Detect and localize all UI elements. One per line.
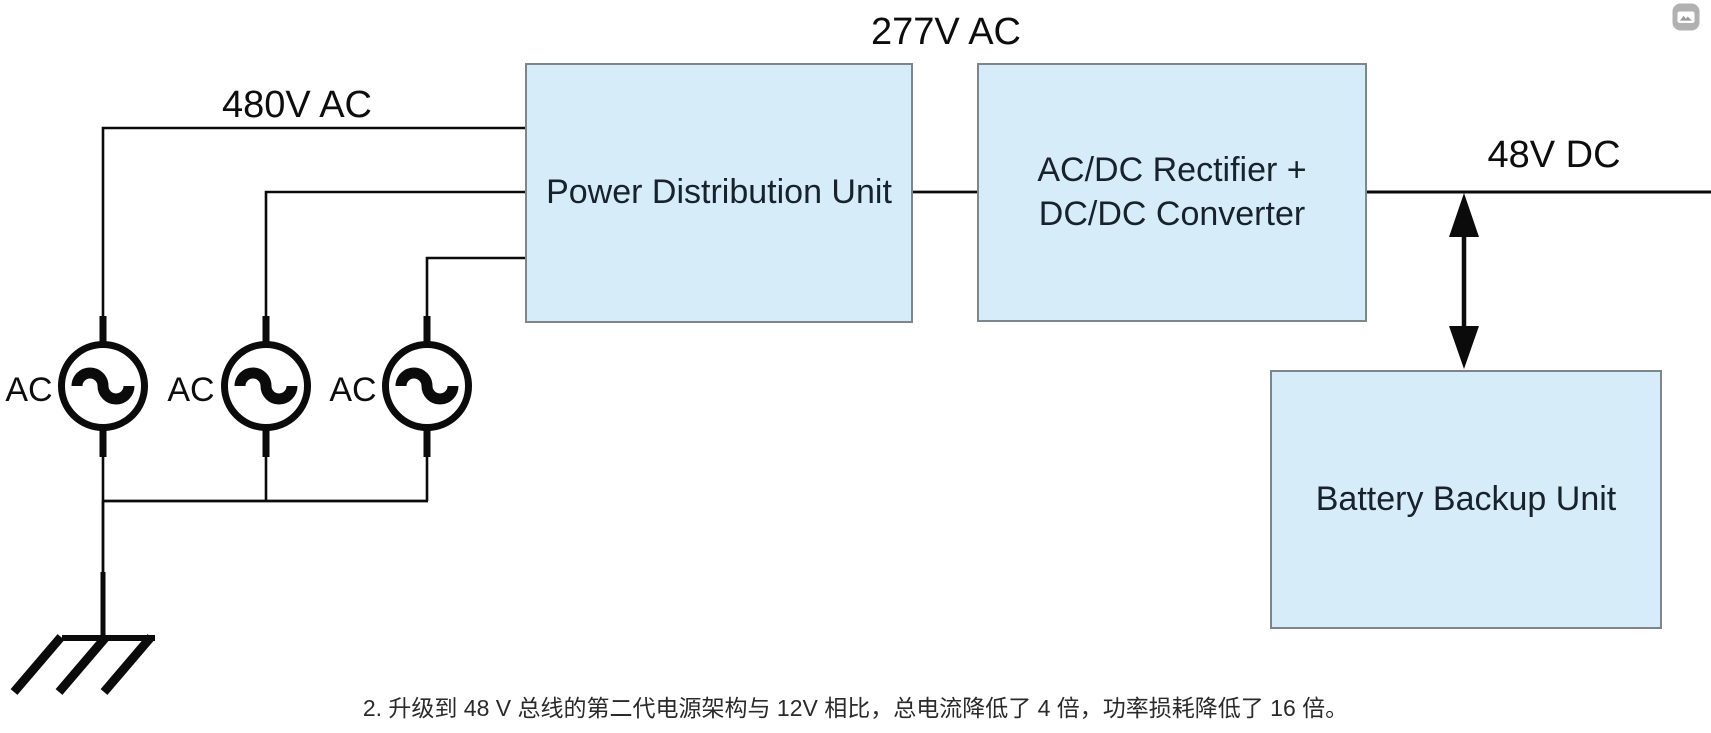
diagram-caption: 2. 升级到 48 V 总线的第二代电源架构与 12V 相比，总电流降低了 4 … — [362, 695, 1349, 721]
block-label: Battery Backup Unit — [1315, 479, 1617, 518]
ac-source-icon — [221, 341, 311, 431]
ac-source-label: AC — [329, 371, 377, 409]
label-480v-ac: 480V AC — [222, 84, 372, 126]
block-battery-backup-unit: Battery Backup Unit — [1270, 370, 1662, 629]
block-label: Power Distribution Unit — [546, 173, 892, 212]
bidirectional-arrow-icon — [1449, 193, 1479, 369]
block-rectifier-converter: AC/DC Rectifier + DC/DC Converter — [977, 63, 1367, 322]
ac-source-icon — [58, 341, 148, 431]
image-icon[interactable] — [1672, 3, 1700, 31]
ac-source-label: AC — [167, 371, 215, 409]
block-power-distribution-unit: Power Distribution Unit — [525, 63, 913, 323]
label-277v-ac: 277V AC — [871, 11, 1021, 53]
ac-source-label: AC — [5, 371, 53, 409]
ground-icon — [10, 634, 155, 695]
label-48v-dc: 48V DC — [1487, 134, 1621, 176]
ac-source-icon — [382, 341, 472, 431]
block-label: AC/DC Rectifier + DC/DC Converter — [1037, 150, 1307, 233]
